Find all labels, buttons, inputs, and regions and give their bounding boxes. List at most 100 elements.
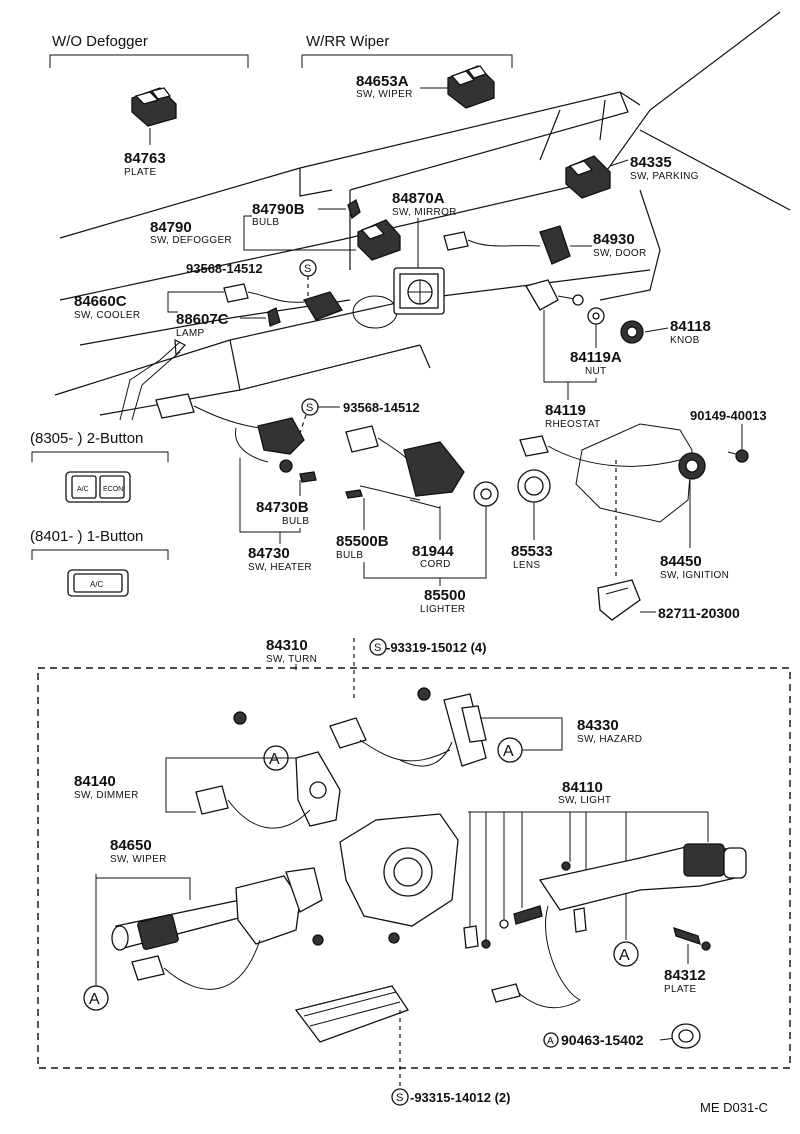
part-84650-desc: SW, WIPER (110, 854, 167, 865)
s-marker-3-label: S (374, 642, 381, 654)
part-93315-number: -93315-14012 (2) (410, 1090, 510, 1105)
part-90149-number: 90149-40013 (690, 408, 767, 423)
part-84312-number: 84312 (664, 967, 706, 984)
part-84763-desc: PLATE (124, 167, 156, 178)
part-84450-desc: SW, IGNITION (660, 570, 729, 581)
part-85500B-number: 85500B (336, 533, 389, 550)
a-marker-wiper-label: A (89, 991, 100, 1008)
part-84335-desc: SW, PARKING (630, 171, 699, 182)
part-85500B-bulb-drawing (345, 489, 363, 499)
part-85500-lighter-drawing (345, 425, 499, 509)
part-84930-number: 84930 (593, 231, 635, 248)
part-93568a-number: 93568-14512 (186, 261, 263, 276)
bracket-wrr-wiper (301, 54, 513, 68)
part-84730-number: 84730 (248, 545, 290, 562)
part-84653A-wiper-switch-drawing (447, 65, 495, 109)
part-84118-desc: KNOB (670, 335, 700, 346)
part-84310-turn-switch-body-drawing (339, 813, 459, 944)
part-84119-rheostat-drawing (525, 279, 584, 311)
part-84119A-number: 84119A (570, 349, 622, 366)
part-84119A-nut-drawing (587, 307, 605, 325)
part-84650-wiper-switch-drawing (111, 867, 324, 990)
part-90463-clamp-drawing (671, 1023, 701, 1049)
part-84110-light-switch-drawing (463, 843, 747, 1009)
part-84110-number: 84110 (562, 779, 603, 796)
a-marker-wiper (83, 985, 109, 1011)
turn-switch-assembly-box (37, 667, 791, 1069)
part-84119A-desc: NUT (585, 366, 606, 377)
a-marker-light-label: A (619, 947, 630, 964)
part-90463-number: 90463-15402 (561, 1032, 644, 1048)
part-93319-number: -93319-15012 (4) (386, 640, 486, 655)
dashboard-outline (54, 11, 791, 421)
part-84790-defogger-switch-drawing (357, 219, 401, 261)
part-84790-desc: SW, DEFOGGER (150, 235, 232, 246)
part-90149-screw-drawing (727, 449, 749, 463)
s-marker-1-label: S (304, 263, 311, 275)
part-84140-number: 84140 (74, 773, 116, 790)
part-84119-desc: RHEOSTAT (545, 419, 600, 430)
part-84118-knob-drawing (620, 320, 644, 344)
part-84870A-mirror-switch-drawing (393, 267, 445, 315)
part-84730B-bulb-drawing (299, 471, 317, 483)
connector-drawing (294, 985, 409, 1043)
part-85500B-desc: BULB (336, 550, 363, 561)
part-84118-number: 84118 (670, 318, 711, 335)
part-84660C-desc: SW, COOLER (74, 310, 140, 321)
part-84763-number: 84763 (124, 150, 166, 167)
part-84119-number: 84119 (545, 402, 586, 419)
one-button-panel: A/C (67, 569, 129, 597)
part-84310-number: 84310 (266, 637, 308, 654)
part-84110-desc: SW, LIGHT (558, 795, 611, 806)
part-84140-desc: SW, DIMMER (74, 790, 139, 801)
part-84730-heater-switch-drawing (155, 393, 305, 473)
two-button-panel: A/C ECON (65, 471, 131, 503)
part-84650-number: 84650 (110, 837, 152, 854)
part-84790-number: 84790 (150, 219, 192, 236)
part-84790B-desc: BULB (252, 217, 279, 228)
part-84450-number: 84450 (660, 553, 702, 570)
part-81944-desc: CORD (420, 559, 451, 570)
part-84653A-number: 84653A (356, 73, 409, 90)
part-88607C-desc: LAMP (176, 328, 204, 339)
part-85533-lens-drawing (517, 469, 551, 503)
ac-single-button-label: A/C (90, 580, 104, 589)
a-marker-dimmer-label: A (269, 751, 280, 768)
part-84790B-bulb-drawing (347, 199, 361, 220)
part-84330-desc: SW, HAZARD (577, 734, 642, 745)
s-marker-3 (369, 638, 387, 656)
part-84330-hazard-switch-drawing (329, 687, 487, 767)
a-marker-clamp-label: A (547, 1036, 554, 1047)
s-marker-2-label: S (306, 402, 313, 414)
part-84730-desc: SW, HEATER (248, 562, 312, 573)
a-marker-light (613, 941, 639, 967)
s-marker-4-label: S (396, 1092, 403, 1104)
part-84870A-desc: SW, MIRROR (392, 207, 457, 218)
header-wo-defogger: W/O Defogger (52, 33, 148, 50)
part-84930-desc: SW, DOOR (593, 248, 647, 259)
part-84312-desc: PLATE (664, 984, 696, 995)
part-84660C-number: 84660C (74, 293, 127, 310)
part-82711-bracket-drawing (597, 579, 641, 621)
part-82711-number: 82711-20300 (658, 605, 740, 621)
part-84730B-number: 84730B (256, 499, 309, 516)
part-84335-number: 84335 (630, 154, 672, 171)
part-84763-plate-drawing (131, 87, 177, 127)
header-wrr-wiper: W/RR Wiper (306, 33, 389, 50)
part-84335-parking-switch-drawing (565, 155, 611, 199)
part-84660C-cooler-switch-drawing (223, 283, 343, 321)
part-88607C-number: 88607C (176, 311, 229, 328)
part-84140-dimmer-switch-drawing (195, 751, 341, 829)
a-marker-clamp (543, 1032, 559, 1048)
a-marker-hazard (497, 737, 523, 763)
header-one-button: (8401- ) 1-Button (30, 528, 143, 545)
header-two-button: (8305- ) 2-Button (30, 430, 143, 447)
part-85500-desc: LIGHTER (420, 604, 465, 615)
ac-button-label: A/C (77, 486, 89, 493)
part-84310-desc: SW, TURN (266, 654, 317, 665)
part-84930-door-switch-drawing (443, 225, 571, 265)
econ-button-label: ECON (103, 486, 123, 493)
part-84330-number: 84330 (577, 717, 619, 734)
a-marker-hazard-label: A (503, 743, 514, 760)
